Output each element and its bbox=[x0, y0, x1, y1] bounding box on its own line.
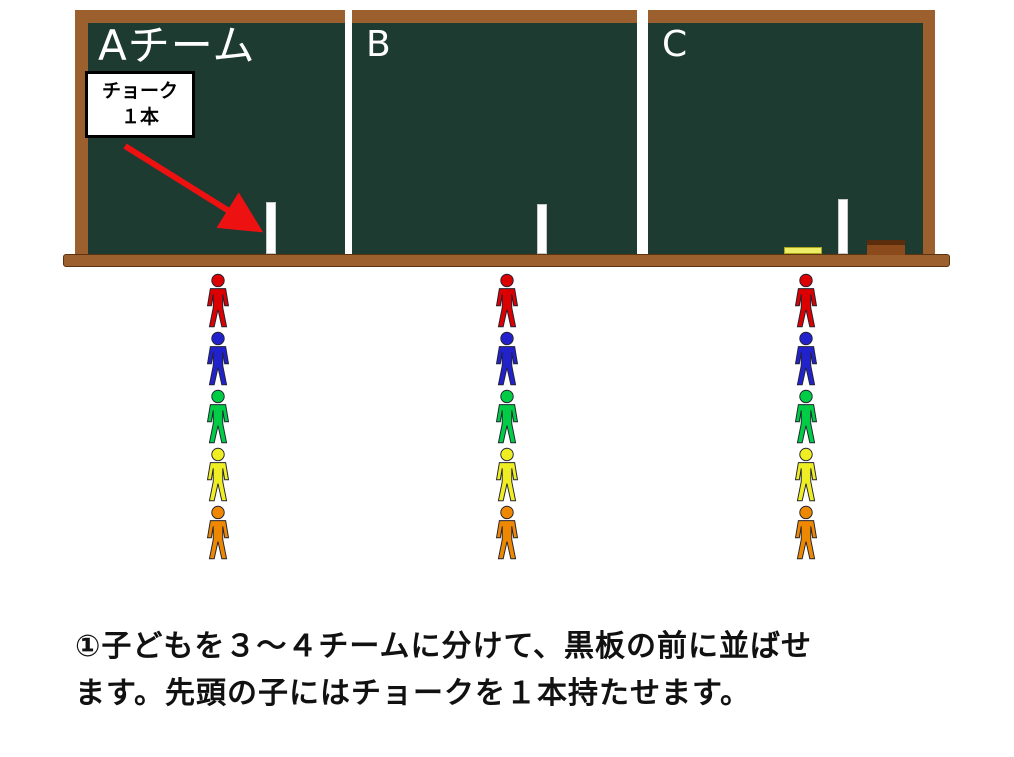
instruction-line-2: ます。先頭の子にはチョークを１本持たせます。 bbox=[75, 675, 751, 711]
chalk-stick-a bbox=[266, 202, 276, 254]
instruction-text: ①子どもを３〜４チームに分けて、黒板の前に並ばせ ます。先頭の子にはチョークを１… bbox=[75, 624, 965, 717]
person-figure-yellow bbox=[785, 446, 827, 504]
callout-line-1: チョーク bbox=[101, 79, 178, 102]
person-figure-green bbox=[197, 388, 239, 446]
board-b-title: B bbox=[366, 24, 392, 65]
person-figure-orange bbox=[785, 504, 827, 562]
callout-line-2: １本 bbox=[120, 105, 159, 128]
chalk-callout: チョーク １本 bbox=[85, 71, 195, 138]
person-figure-green bbox=[486, 388, 528, 446]
person-figure-red bbox=[486, 272, 528, 330]
person-figure-red bbox=[785, 272, 827, 330]
instruction-line-1: ①子どもを３〜４チームに分けて、黒板の前に並ばせ bbox=[75, 629, 812, 664]
person-figure-orange bbox=[197, 504, 239, 562]
person-figure-red bbox=[197, 272, 239, 330]
board-c-title: C bbox=[662, 24, 689, 65]
person-figure-blue bbox=[197, 330, 239, 388]
person-figure-yellow bbox=[197, 446, 239, 504]
chalk-stick-c bbox=[838, 199, 848, 254]
person-figure-blue bbox=[785, 330, 827, 388]
chalk-stick-b bbox=[537, 204, 547, 254]
team-c-line bbox=[785, 272, 827, 562]
person-figure-blue bbox=[486, 330, 528, 388]
team-a-line bbox=[197, 272, 239, 562]
yellow-chalk-stick bbox=[784, 247, 822, 254]
board-a-title: Aチーム bbox=[98, 21, 256, 70]
person-figure-yellow bbox=[486, 446, 528, 504]
person-figure-green bbox=[785, 388, 827, 446]
board-eraser bbox=[867, 240, 905, 255]
chalk-tray bbox=[63, 254, 950, 267]
blackboard-c: C bbox=[648, 10, 935, 255]
blackboard-b: B bbox=[352, 10, 637, 255]
person-figure-orange bbox=[486, 504, 528, 562]
team-b-line bbox=[486, 272, 528, 562]
arrow-icon bbox=[123, 143, 264, 233]
